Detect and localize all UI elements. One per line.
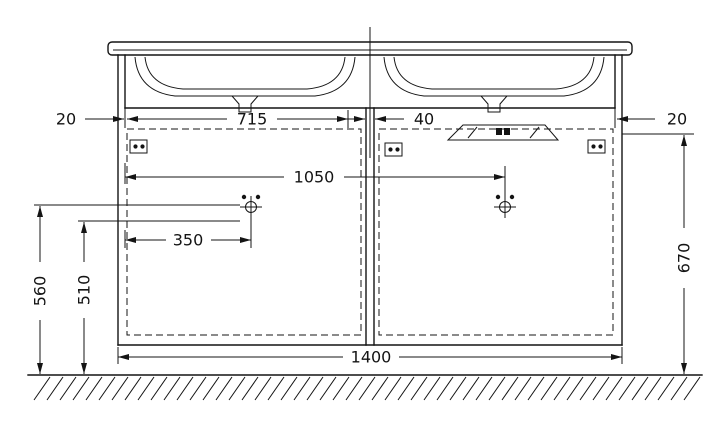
mounting-bracket-center xyxy=(384,142,403,157)
dimension-top-right-offset: 20 xyxy=(617,110,687,129)
dim-label-510: 510 xyxy=(75,275,94,306)
dimension-handle-span: 1050 xyxy=(124,163,506,198)
mounting-rail-detail xyxy=(446,124,560,141)
dimension-handle-offset: 350 xyxy=(124,218,252,250)
dim-label-715: 715 xyxy=(237,110,268,129)
door-right xyxy=(378,128,614,336)
dim-label-560: 560 xyxy=(31,276,50,307)
mounting-bracket-left xyxy=(129,139,148,154)
handle-mark-right xyxy=(494,194,516,218)
drain-left xyxy=(230,95,260,113)
dimension-center-gap: 40 xyxy=(324,110,434,129)
handle-mark-left xyxy=(240,194,262,218)
floor xyxy=(27,374,703,401)
basin-unit xyxy=(124,54,616,128)
dim-label-40: 40 xyxy=(414,110,434,129)
dim-label-20-left: 20 xyxy=(56,110,76,129)
dimension-secondary-height: 510 xyxy=(75,220,240,374)
dimension-basin-width: 715 xyxy=(127,110,348,129)
dim-label-1050: 1050 xyxy=(294,168,335,187)
dim-label-350: 350 xyxy=(173,231,204,250)
washbasin-left xyxy=(134,56,356,113)
ground-hatch xyxy=(33,376,701,401)
mounting-bracket-right xyxy=(587,139,606,154)
drain-right xyxy=(479,95,509,113)
dimension-top-left-offset: 20 xyxy=(56,110,124,129)
washbasin-right xyxy=(383,56,605,113)
dimension-overall-width: 1400 xyxy=(117,347,623,367)
dim-label-20-right: 20 xyxy=(667,110,687,129)
door-left xyxy=(126,128,362,336)
dimension-handle-height: 560 xyxy=(31,204,240,374)
dimension-right-height: 670 xyxy=(622,133,694,374)
cabinet-body xyxy=(117,54,623,346)
dim-label-1400: 1400 xyxy=(351,348,392,367)
dim-label-670: 670 xyxy=(675,243,694,274)
